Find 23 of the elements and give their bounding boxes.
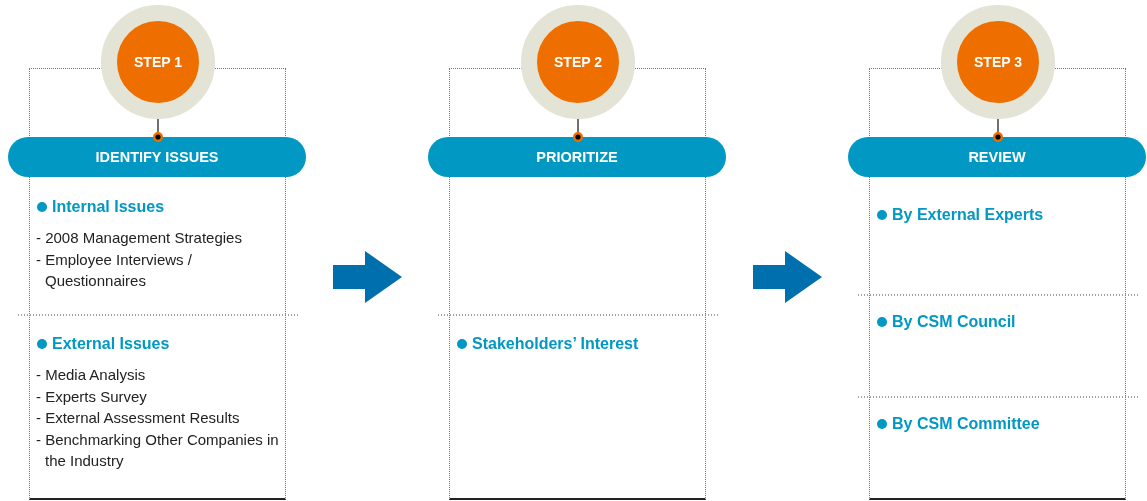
list-item: - Benchmarking Other Companies in the Industry bbox=[36, 429, 280, 471]
list-item: - Employee Interviews / Questionnaires bbox=[36, 249, 193, 291]
block-arrow bbox=[333, 251, 402, 303]
block-arrow bbox=[753, 251, 822, 303]
list-item: - Experts Survey bbox=[36, 386, 148, 407]
step-circle: STEP 3 bbox=[941, 5, 1055, 119]
list-item: - External Assessment Results bbox=[36, 408, 241, 428]
list-item: - Media Analysis bbox=[36, 365, 147, 385]
bullet-heading: Internal Issues bbox=[36, 197, 284, 217]
step-circle: STEP 1 bbox=[101, 5, 215, 119]
bullet-heading: By External Experts bbox=[876, 205, 1124, 225]
list-item: - 2008 Management Strategies bbox=[36, 228, 243, 248]
bullet-heading: External Issues bbox=[36, 334, 284, 354]
stage-banner: IDENTIFY ISSUES bbox=[8, 137, 306, 177]
step-circle: STEP 2 bbox=[521, 5, 635, 119]
bullet-heading: Stakeholders’ Interest bbox=[456, 334, 704, 354]
bullet-heading: By CSM Council bbox=[876, 312, 1124, 332]
connector-line bbox=[153, 118, 163, 142]
connector-line bbox=[993, 118, 1003, 142]
stage-banner: REVIEW bbox=[848, 137, 1146, 177]
bullet-heading: By CSM Committee bbox=[876, 414, 1124, 434]
stage-banner: PRIORITIZE bbox=[428, 137, 726, 177]
connector-line bbox=[573, 118, 583, 142]
